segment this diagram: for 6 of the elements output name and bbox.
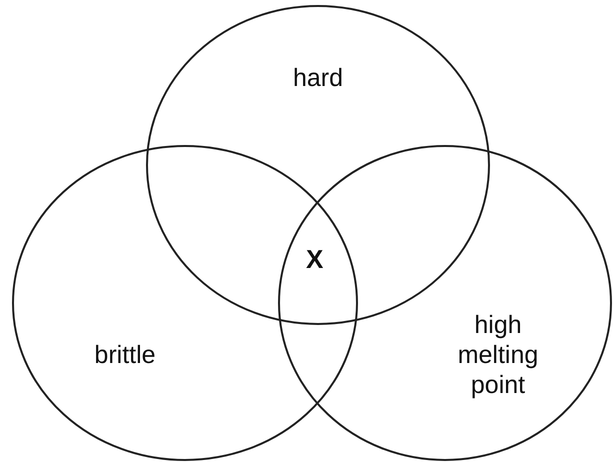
set-circle (12, 145, 358, 461)
intersection-mark: X (306, 244, 324, 275)
set-label: hard (292, 63, 344, 93)
set-label: high melting point (456, 310, 540, 400)
set-circle (278, 145, 612, 461)
set-label: brittle (93, 340, 157, 370)
